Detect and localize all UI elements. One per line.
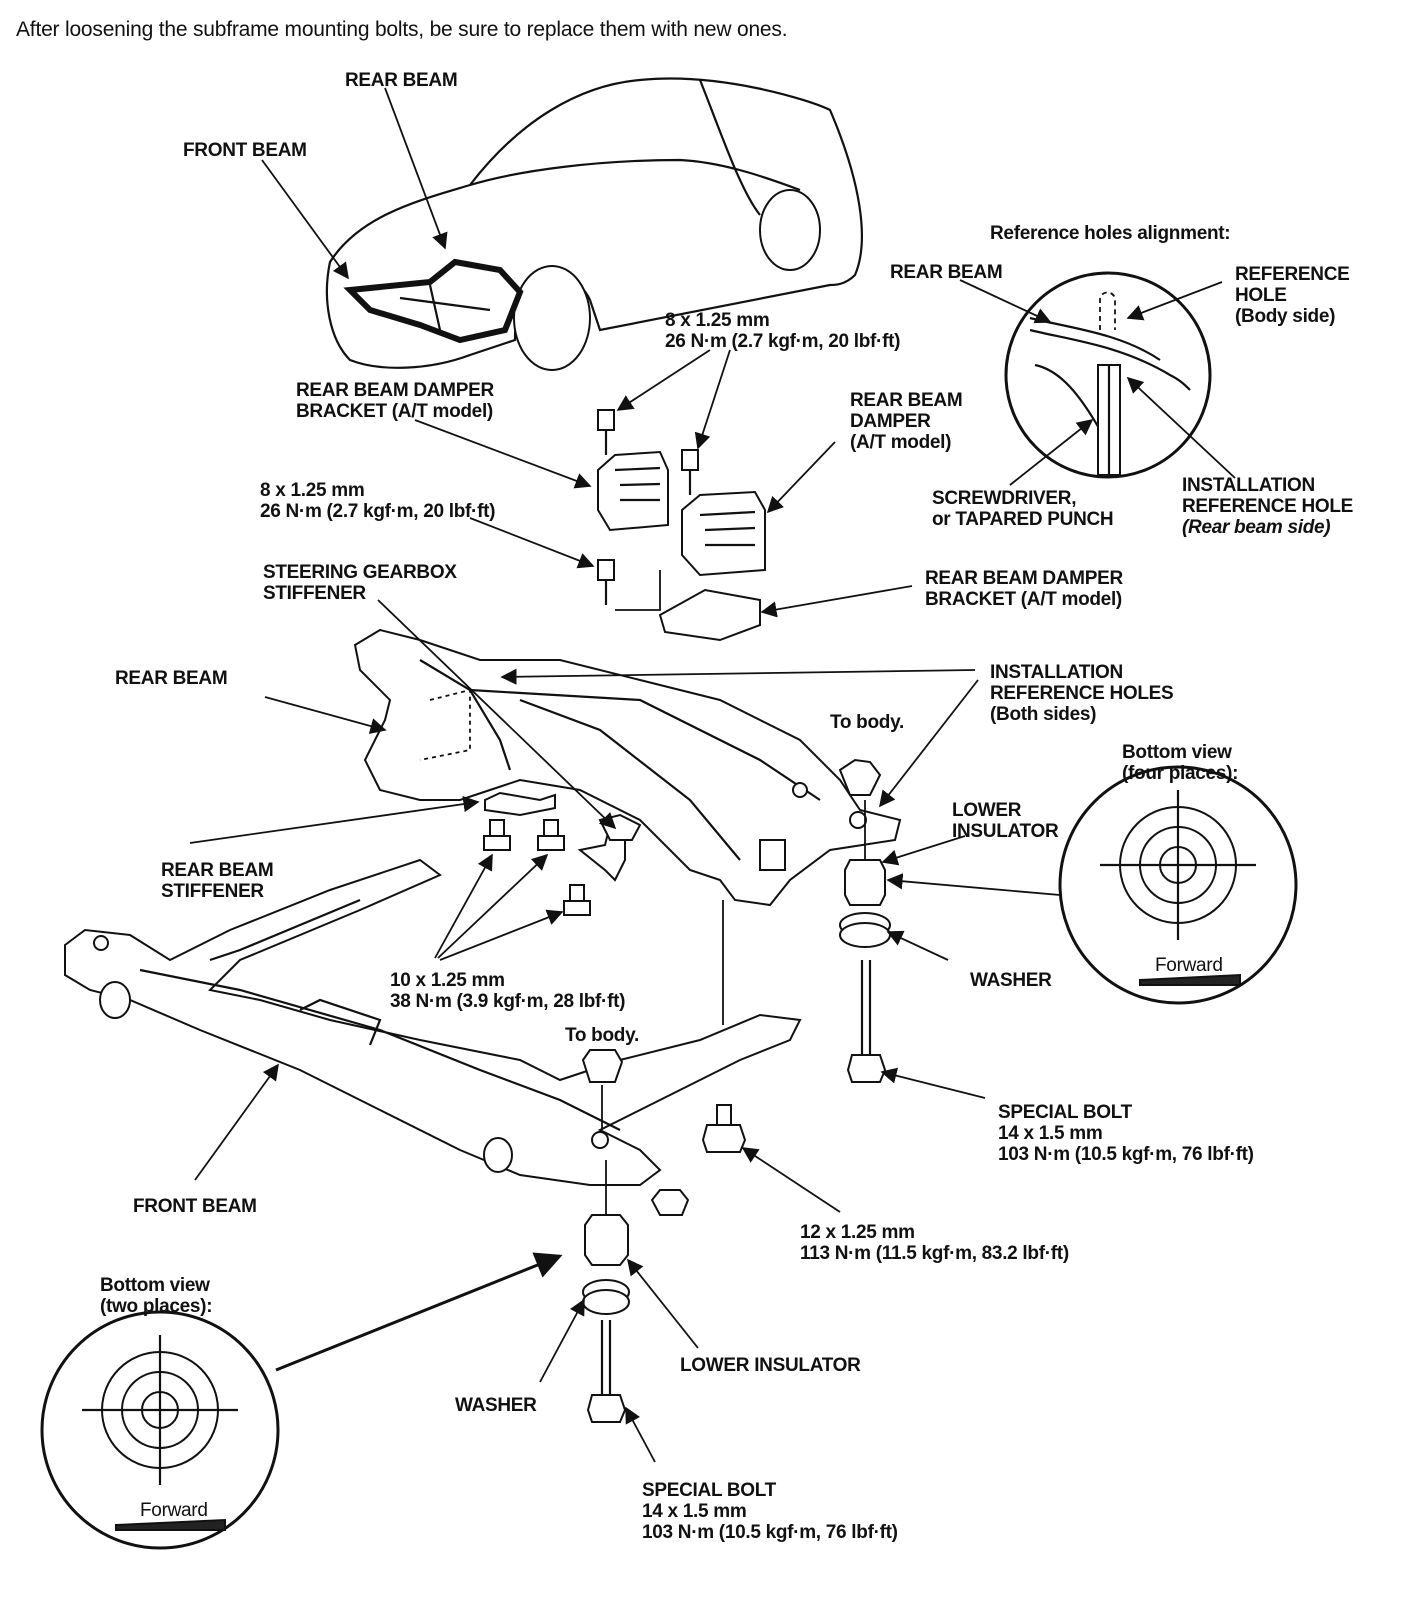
instruction-note: After loosening the subframe mounting bo… bbox=[16, 18, 788, 41]
label-ref-rear-beam: REAR BEAM bbox=[890, 262, 1003, 283]
label-top-front-beam: FRONT BEAM bbox=[183, 140, 307, 161]
label-to-body-center: To body. bbox=[565, 1025, 639, 1046]
label-screwdriver: SCREWDRIVER,or TAPARED PUNCH bbox=[932, 488, 1114, 530]
damper-assembly bbox=[597, 409, 766, 642]
label-bottom-view-two: Bottom view(two places): bbox=[100, 1275, 213, 1317]
front-beam-drawing bbox=[64, 858, 802, 1186]
label-rear-beam-main: REAR BEAM bbox=[115, 668, 228, 689]
car-outline bbox=[325, 77, 863, 371]
right-mount-stack bbox=[838, 758, 891, 1083]
label-ref-title: Reference holes alignment: bbox=[990, 223, 1231, 244]
label-front-beam-main: FRONT BEAM bbox=[133, 1196, 257, 1217]
rear-beam-drawing bbox=[353, 628, 902, 907]
label-forward-right: Forward bbox=[1155, 955, 1223, 976]
center-mount-stack bbox=[581, 1049, 747, 1423]
label-top-rear-beam: REAR BEAM bbox=[345, 70, 458, 91]
label-washer-right: WASHER bbox=[970, 970, 1052, 991]
label-bottom-view-four: Bottom view(four places): bbox=[1122, 742, 1239, 784]
bottom-view-two-circle bbox=[40, 1310, 280, 1550]
label-forward-left: Forward bbox=[140, 1500, 208, 1521]
bottom-view-four-circle bbox=[1058, 765, 1298, 1005]
rear-beam-stiffeners bbox=[483, 791, 642, 916]
reference-holes-detail bbox=[1004, 271, 1212, 479]
label-washer-bottom: WASHER bbox=[455, 1395, 537, 1416]
leader-lines bbox=[189, 87, 1236, 1463]
label-lower-insulator-bottom: LOWER INSULATOR bbox=[680, 1355, 861, 1376]
label-to-body-right: To body. bbox=[830, 712, 904, 733]
